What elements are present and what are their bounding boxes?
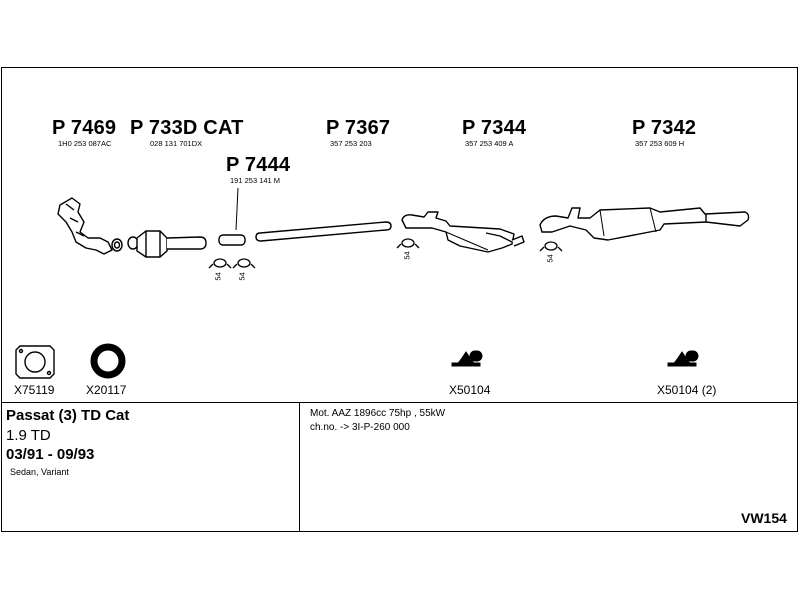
vehicle-model: Passat (3) TD Cat: [6, 407, 130, 424]
oe-number-p7367: 357 253 203: [330, 139, 372, 148]
part-number-p7367: P 7367: [326, 117, 391, 139]
clamp-label: 54: [213, 272, 223, 281]
vehicle-engine: 1.9 TD: [6, 427, 51, 444]
part-number-p7444: P 7444: [226, 154, 291, 176]
accessory-label-x75119: X75119: [14, 383, 55, 397]
part-number-p7469: P 7469: [52, 117, 117, 139]
vehicle-body: Sedan, Variant: [10, 467, 69, 477]
ring-gasket-icon: [90, 343, 126, 379]
clamp-icon: [539, 241, 563, 252]
connecting-pipe-icon: [218, 187, 246, 246]
front-pipe-icon: [57, 197, 123, 255]
clamp-icon: [208, 258, 232, 269]
oe-number-p7344: 357 253 409 A: [465, 139, 514, 148]
divider-horizontal: [1, 402, 798, 403]
accessory-label-x50104: X50104: [449, 383, 491, 397]
chassis-note: ch.no. -> 3I-P-260 000: [310, 422, 410, 433]
part-number-p733d: P 733D CAT: [130, 117, 244, 139]
rear-silencer-icon: [539, 207, 750, 241]
engine-note: Mot. AAZ 1896cc 75hp , 55kW: [310, 408, 446, 419]
oe-number-p7444: 191 253 141 M: [230, 176, 281, 185]
rubber-mount-icon: [667, 350, 699, 367]
oe-number-p7342: 357 253 609 H: [635, 139, 685, 148]
clamp-label: 54: [545, 254, 555, 263]
middle-silencer-icon: [401, 211, 525, 253]
part-number-p7342: P 7342: [632, 117, 697, 139]
catalytic-converter-icon: [127, 230, 207, 258]
diagram-code: VW154: [741, 510, 787, 526]
flange-gasket-icon: [15, 345, 55, 379]
accessory-label-x50104-2: X50104 (2): [657, 383, 717, 397]
oe-number-p7469: 1H0 253 087AC: [58, 139, 112, 148]
rubber-mount-icon: [451, 350, 483, 367]
diagram-frame: [1, 67, 798, 532]
oe-number-p733d: 028 131 701DX: [150, 139, 203, 148]
clamp-label: 54: [402, 251, 412, 260]
vehicle-years: 03/91 - 09/93: [6, 446, 95, 463]
part-number-p7344: P 7344: [462, 117, 527, 139]
clamp-label: 54: [237, 272, 247, 281]
accessory-label-x20117: X20117: [86, 383, 127, 397]
divider-vertical: [299, 402, 300, 532]
clamp-icon: [396, 238, 420, 249]
center-pipe-icon: [255, 221, 392, 242]
clamp-icons: [208, 238, 563, 269]
clamp-icon: [232, 258, 256, 269]
